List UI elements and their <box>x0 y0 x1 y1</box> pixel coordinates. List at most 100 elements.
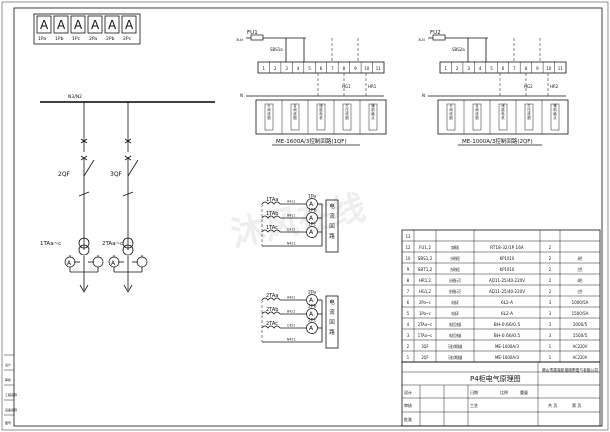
ammeter-box-glyph: A <box>108 18 117 32</box>
terminal-strip-1 <box>257 61 385 74</box>
one-line-diagram: N3/N2 2QF 1TAa~c A 3QF <box>40 94 215 293</box>
module-label: 分闸线圈 <box>267 103 271 120</box>
ammeter-box-label: 1Pa <box>38 36 46 42</box>
bom-cell: 分闸指示灯 <box>449 277 461 283</box>
bom-cell: 2 <box>407 344 410 349</box>
neutral-label-2: N <box>422 93 425 98</box>
lamp-label-1a: HG1 <box>342 84 351 89</box>
title-small-1: 设计 <box>404 389 412 395</box>
current-circuit-label-1: 电流回路 <box>329 202 335 240</box>
title-block: 佛山市南海新增增用电气有限公司 P4柜电气原理图 设计 审核 批准 日期 工艺 … <box>401 361 601 427</box>
bom-cell: FU1,2 <box>419 245 431 250</box>
bom-cell: AC220V <box>573 344 588 349</box>
watermark-text: 沐风在线 <box>228 188 369 255</box>
wire-label: B421 <box>287 310 295 314</box>
title-drawing: P4柜电气原理图 <box>470 374 521 383</box>
bom-cell: 合闸按钮 <box>450 266 460 272</box>
terminal-strip-2 <box>439 61 567 74</box>
module-label: 欠压线圈 <box>527 103 531 120</box>
module-label: 分闸线圈 <box>449 103 453 120</box>
bom-cell: 合闸指示灯 <box>449 288 461 294</box>
bom-cell: 红色 <box>578 288 583 294</box>
terminal-number: 6 <box>320 66 323 71</box>
ammeter-box-label: 1Pc <box>72 36 81 42</box>
bom-cell: 熔断器 <box>451 244 458 250</box>
bom-cell: HR1,2 <box>419 278 431 283</box>
bom-cell: 2 <box>549 245 552 250</box>
bom-cell: 2 <box>549 267 552 272</box>
bom-cell: 1 <box>549 355 552 360</box>
left-strip: 设计 审核 工程名称 设备名称 图号 <box>4 354 17 425</box>
bom-cell: 1500/5 <box>573 333 588 338</box>
meter-label: 1Pa <box>308 194 316 200</box>
bom-cell: 6 <box>407 300 410 305</box>
terminal-number: 10 <box>546 66 552 71</box>
bom-cell: 9 <box>407 267 410 272</box>
bom-cell: 3 <box>549 322 552 327</box>
meter-symbol: A <box>309 325 314 332</box>
sheet-inner-frame <box>13 7 603 427</box>
terminal-number: 5 <box>490 66 493 71</box>
ct-label: 1TAa <box>266 197 278 203</box>
left-strip-2: 审核 <box>5 377 11 382</box>
bom-cell: 2Pa~c <box>419 300 431 305</box>
left-strip-5: 图号 <box>5 420 11 425</box>
ammeter-symbol-2: A <box>111 260 116 267</box>
terminal-number: 6 <box>502 66 505 71</box>
title-company: 佛山市南海新增增用电气有限公司 <box>542 367 598 374</box>
title-small-7: 重量 <box>520 389 528 395</box>
bom-cell: ME-1600A/3 <box>495 355 519 360</box>
ammeter-box-glyph: A <box>40 18 49 32</box>
bom-cell: SBS1,2 <box>418 256 433 261</box>
watermark: 沐风在线 <box>228 188 369 255</box>
fuse-label-2: FU2 <box>430 30 441 36</box>
bom-cell: 7 <box>407 289 410 294</box>
module-label: 辅助触点 <box>371 103 375 120</box>
terminal-number: 3 <box>467 66 470 71</box>
bom-cell: AC220V <box>573 355 588 360</box>
current-circuit-label-2: 电流回路 <box>329 298 335 336</box>
module-label: 储能电机 <box>501 103 505 120</box>
bom-cell: AD11-25/40-220V <box>489 278 525 283</box>
terminal-number: 1 <box>262 66 265 71</box>
wire-label: N421 <box>287 338 295 342</box>
bom-cell: 1Pa~c <box>419 311 431 316</box>
bom-cell: 3 <box>549 311 552 316</box>
bom-cell: HG1,2 <box>419 289 431 294</box>
bom-cell: 电流表 <box>451 299 458 305</box>
lamp-label-2a: HG2 <box>524 84 533 89</box>
terminal-number: 4 <box>479 66 482 71</box>
bom-cell: 1000/5A <box>572 300 589 305</box>
switch-label-2: SBS2a <box>452 47 465 52</box>
ammeter-box <box>121 15 137 34</box>
ammeter-box <box>104 15 120 34</box>
title-small-9: 第 页 <box>572 402 581 408</box>
bom-cell: 6L2-A <box>501 311 513 316</box>
terminal-number: 2 <box>456 66 459 71</box>
ct-label-2: 2TAa~c <box>102 241 123 247</box>
breaker-label-1: 2QF <box>58 171 71 178</box>
bom-cell: 3 <box>549 333 552 338</box>
terminal-number: 7 <box>513 66 516 71</box>
ct-label-1: 1TAa~c <box>40 241 61 247</box>
terminal-number: 11 <box>558 66 564 71</box>
lamp-label-2b: HR2 <box>550 84 559 89</box>
ammeter-box-label: 1Pb <box>55 36 64 42</box>
bom-cell: ME-1000A/3 <box>495 344 519 349</box>
meter-symbol: A <box>309 215 314 222</box>
module-label: 合闸线圈 <box>293 103 297 120</box>
wire-label: N411 <box>287 242 295 246</box>
bom-cell: 万能式断路器 <box>448 354 462 360</box>
bom-cell: 绿色 <box>578 255 583 261</box>
terminal-number: 2 <box>274 66 277 71</box>
fuse-label-1: FU1 <box>247 30 258 36</box>
terminal-number: 11 <box>376 66 382 71</box>
title-small-4: 日期 <box>470 389 478 395</box>
breaker-label-2: 3QF <box>110 171 123 178</box>
switch-label-1: SBS1a <box>270 47 283 52</box>
ammeter-box-glyph: A <box>91 18 100 32</box>
meter-label: 2Pc <box>308 318 317 324</box>
meter-label: 2Pa <box>308 290 316 296</box>
